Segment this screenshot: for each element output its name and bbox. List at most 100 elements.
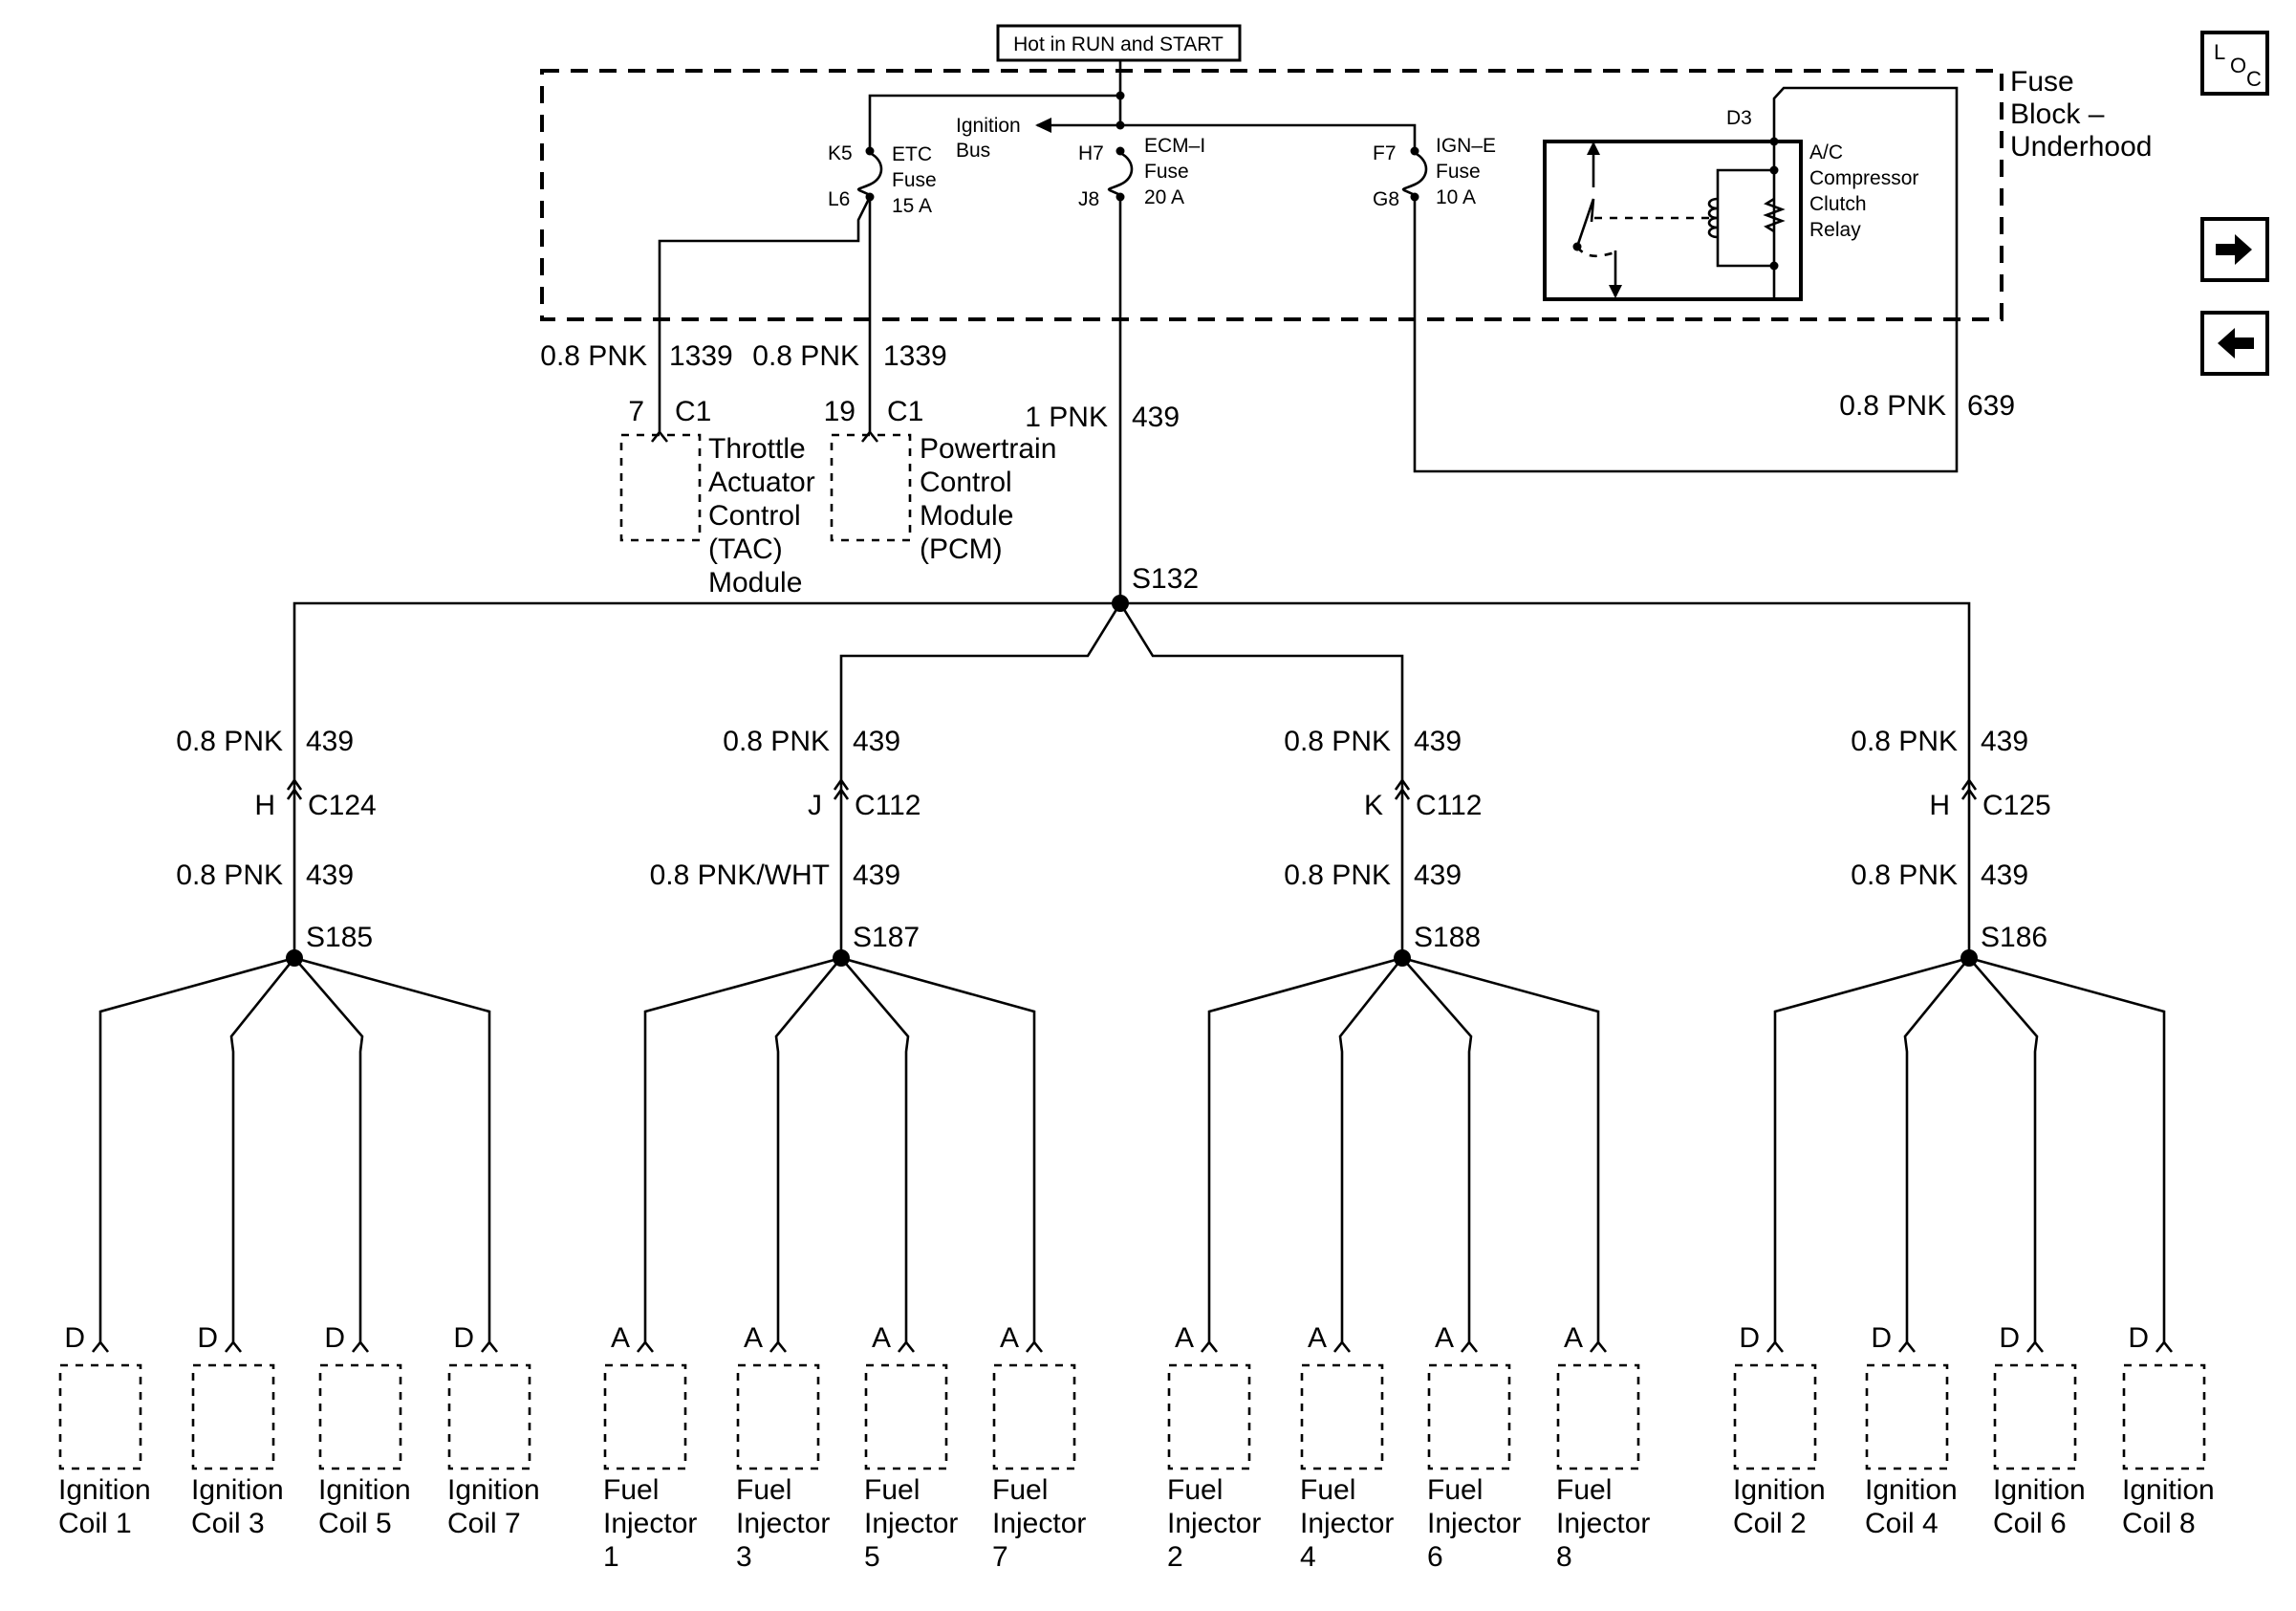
- next-page-button[interactable]: [2200, 217, 2269, 282]
- ac-relay: D3 A/C Compressor Clutch Relay: [1543, 86, 1959, 319]
- component-label-3: 8: [1556, 1541, 1572, 1573]
- component-label-1: Fuel: [1300, 1474, 1355, 1506]
- pcm-pin: 19: [824, 396, 856, 427]
- component-box: [992, 1363, 1076, 1470]
- connector-chevron-icon: [833, 787, 850, 800]
- component-label-1: Ignition: [58, 1474, 151, 1506]
- component-box: [603, 1363, 687, 1470]
- component-pin: A: [1308, 1322, 1327, 1354]
- arrow-left-icon: [1035, 118, 1051, 133]
- terminal-icon: [91, 1339, 110, 1353]
- terminal-icon: [2025, 1339, 2045, 1353]
- fuse-ecm-label-1: ECM–I: [1144, 135, 1205, 157]
- power-source: Hot in RUN and START: [996, 24, 1242, 62]
- component-label-2: Injector: [992, 1508, 1086, 1539]
- terminal-icon: [769, 1339, 788, 1353]
- fuse-ecm-i: H7 J8 ECM–I Fuse 20 A: [1078, 135, 1205, 210]
- branch-lower-circuit: 439: [306, 860, 354, 891]
- fuse-block-outline: [540, 69, 2004, 321]
- component-label-3: 6: [1427, 1541, 1443, 1573]
- component-label-1: Ignition: [318, 1474, 411, 1506]
- connector-chevron-icon: [1960, 787, 1978, 800]
- component-box: [1427, 1363, 1511, 1470]
- component-box: [191, 1363, 275, 1470]
- component-label-1: Fuel: [736, 1474, 791, 1506]
- component-pin: A: [744, 1322, 763, 1354]
- fuse-ecm-out-pin: J8: [1078, 188, 1099, 210]
- branch-lower-gauge: 0.8 PNK: [1851, 860, 1958, 891]
- locator-button[interactable]: L O C: [2200, 31, 2269, 96]
- wire-1339-tac: [658, 196, 872, 432]
- component-label-2: Coil 7: [447, 1508, 521, 1539]
- tac-label-5: Module: [708, 567, 802, 599]
- component-pin: D: [1999, 1322, 2020, 1354]
- previous-page-button[interactable]: [2200, 311, 2269, 376]
- branch-outer: [292, 601, 1971, 956]
- component-label-1: Ignition: [447, 1474, 540, 1506]
- fuse-etc-in-pin: K5: [828, 142, 853, 164]
- component-label-1: Fuel: [1556, 1474, 1612, 1506]
- component-label-3: 4: [1300, 1541, 1316, 1573]
- tac-label-4: (TAC): [708, 533, 783, 565]
- terminal-icon: [1765, 1339, 1785, 1353]
- component-label-3: 3: [736, 1541, 752, 1573]
- component-pin: D: [64, 1322, 85, 1354]
- wire-639-gauge: 0.8 PNK: [1839, 390, 1946, 422]
- fuse-ign-label-1: IGN–E: [1436, 135, 1496, 157]
- relay-label-1: A/C: [1809, 142, 1843, 163]
- component-label-2: Injector: [1556, 1508, 1650, 1539]
- splice-label: S188: [1414, 922, 1481, 953]
- splice-s132-label: S132: [1132, 563, 1199, 595]
- wire-639: [1413, 197, 1959, 473]
- pcm-label-4: (PCM): [920, 533, 1003, 565]
- feed-wire: [774, 957, 843, 1344]
- branch-lower-gauge: 0.8 PNK/WHT: [650, 860, 830, 891]
- loc-letter-l: L: [2214, 40, 2226, 64]
- branch-connector-pin: J: [808, 790, 822, 821]
- relay-pin: D3: [1726, 107, 1752, 129]
- connector-chevron-icon: [833, 777, 850, 791]
- fuse-ecm-in-pin: H7: [1078, 142, 1104, 164]
- component-label-1: Fuel: [1167, 1474, 1223, 1506]
- component-label-2: Injector: [736, 1508, 830, 1539]
- fuse-ign-label-2: Fuse: [1436, 161, 1481, 183]
- component-label-2: Coil 4: [1865, 1508, 1939, 1539]
- branch-upper-circuit: 439: [1981, 726, 2028, 757]
- component-label-2: Injector: [864, 1508, 958, 1539]
- arrow-right-icon: [2216, 234, 2252, 265]
- component-label-2: Coil 5: [318, 1508, 392, 1539]
- terminal-icon: [351, 1339, 370, 1353]
- terminal-icon: [1200, 1339, 1219, 1353]
- ignition-bus-label-2: Bus: [956, 140, 990, 162]
- wire-639-circuit: 639: [1967, 390, 2015, 422]
- component-pin: A: [1435, 1322, 1454, 1354]
- component-label-1: Ignition: [1865, 1474, 1958, 1506]
- component-label-2: Coil 1: [58, 1508, 132, 1539]
- loc-letter-c: C: [2246, 67, 2262, 91]
- component-box: [58, 1363, 142, 1470]
- tac-label-3: Control: [708, 500, 801, 532]
- component-pin: A: [1000, 1322, 1019, 1354]
- branch-upper-gauge: 0.8 PNK: [1851, 726, 1958, 757]
- terminal-icon: [1897, 1339, 1917, 1353]
- relay-label-2: Compressor: [1809, 167, 1918, 189]
- branch-inner: [839, 600, 1404, 956]
- fuse-ign-e: F7 G8 IGN–E Fuse 10 A: [1373, 135, 1496, 210]
- component-box: [736, 1363, 820, 1470]
- tac-label-2: Actuator: [708, 467, 815, 498]
- terminal-icon: [1025, 1339, 1044, 1353]
- connector-chevron-icon: [1394, 787, 1411, 800]
- wire-main-gauge: 1 PNK: [1025, 402, 1108, 433]
- feed-wire: [840, 957, 910, 1344]
- component-box: [1556, 1363, 1640, 1470]
- branch-connector-name: C112: [855, 790, 921, 821]
- branch-connector-pin: H: [1929, 790, 1950, 821]
